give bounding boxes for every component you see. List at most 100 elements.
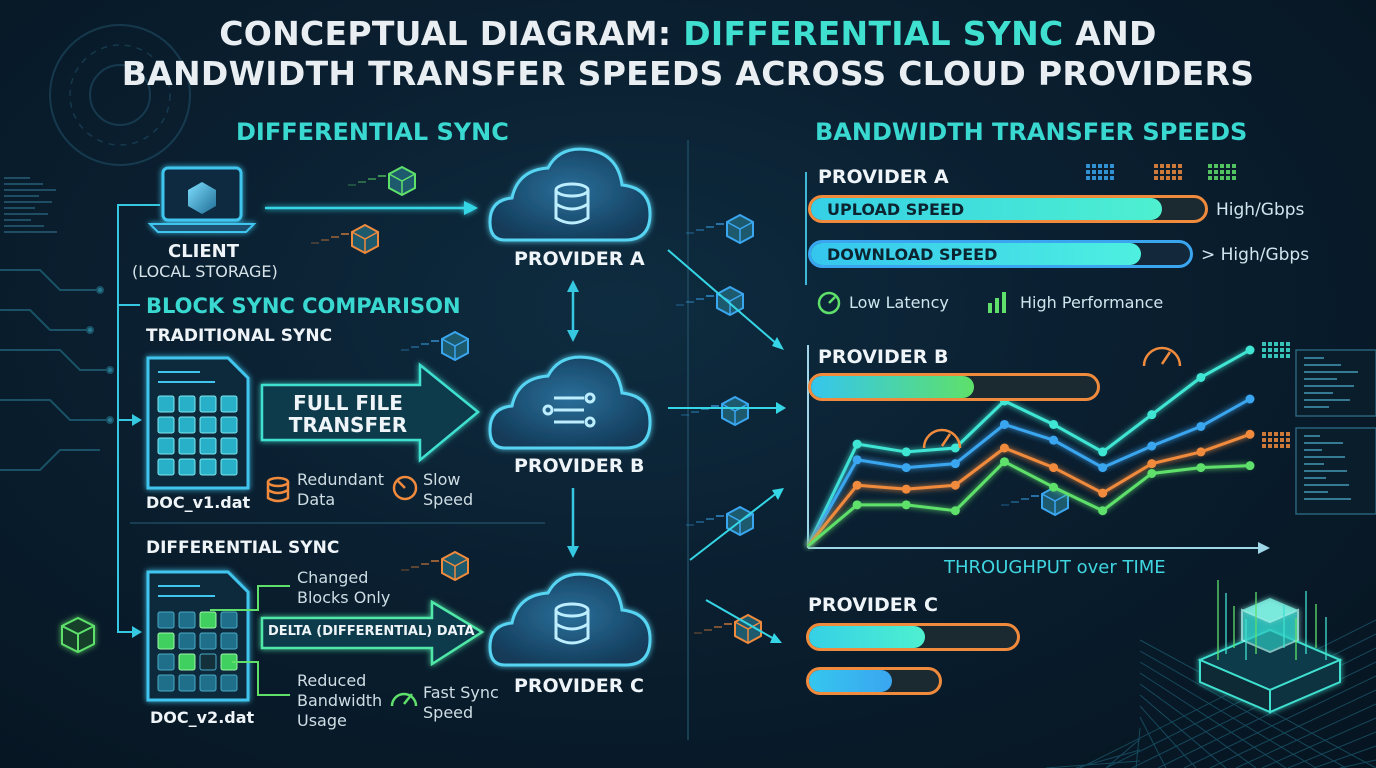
signal-dot	[1232, 176, 1236, 180]
differential-branch-arrowhead	[132, 626, 142, 638]
series-point	[1245, 429, 1255, 439]
grid-line	[1339, 759, 1376, 768]
data-cube-icon	[681, 395, 749, 427]
grid-line	[1235, 703, 1376, 768]
data-block	[178, 437, 196, 455]
data-block	[220, 395, 238, 413]
signal-dot	[1086, 170, 1090, 174]
nodes-icon	[542, 392, 596, 428]
data-cube-icon	[348, 165, 416, 197]
grid-line	[1139, 694, 1227, 768]
provider-to-speed-arrows	[667, 249, 780, 641]
series-point	[1098, 506, 1108, 516]
code-lines-decoration	[4, 177, 1358, 500]
signal-dot	[1280, 342, 1284, 346]
signal-dot	[1214, 164, 1218, 168]
signal-dot	[1104, 176, 1108, 180]
download-speed-value: > High/Gbps	[1201, 245, 1310, 265]
upload-speed-label: UPLOAD SPEED	[827, 199, 965, 219]
provider-a-b-arrowhead-down	[567, 330, 579, 342]
circuit-traces-decoration	[0, 269, 114, 471]
data-block	[199, 437, 217, 455]
signal-dot	[1098, 164, 1102, 168]
data-cube-icon	[686, 213, 754, 245]
signal-dot	[1220, 176, 1224, 180]
provider-c-speed-fill-2	[809, 670, 893, 692]
series-line	[806, 348, 1251, 547]
series-line	[806, 397, 1251, 547]
series-point	[1049, 463, 1059, 473]
reduced-bandwidth-note: Reduced Bandwidth Usage	[297, 671, 382, 731]
data-cube-icon	[311, 223, 379, 255]
signal-dot	[1220, 164, 1224, 168]
delta-data-label: DELTA (DIFFERENTIAL) DATA	[268, 624, 475, 639]
series-point	[1147, 459, 1157, 469]
title-line1-suffix: AND	[1063, 14, 1157, 53]
download-speed-bar: DOWNLOAD SPEED	[808, 240, 1193, 268]
signal-dot	[1262, 444, 1266, 448]
signal-dot	[1086, 164, 1090, 168]
series-point	[1049, 482, 1059, 492]
signal-dot	[1166, 170, 1170, 174]
signal-dot	[1104, 170, 1108, 174]
title-line1-prefix: CONCEPTUAL DIAGRAM:	[219, 14, 684, 53]
provider-b-speed-bar	[808, 373, 1100, 401]
provider-b-label: PROVIDER B	[514, 455, 645, 477]
signal-dot	[1086, 176, 1090, 180]
signal-dot	[1262, 342, 1266, 346]
fast-note-line1: Fast Sync	[423, 683, 499, 702]
data-block	[220, 437, 238, 455]
series-point	[852, 439, 862, 449]
signal-dot	[1160, 176, 1164, 180]
data-block	[157, 416, 175, 434]
fast-sync-note: Fast Sync Speed	[423, 683, 499, 723]
grid-line	[1209, 689, 1376, 768]
series-point	[950, 459, 960, 469]
laptop-icon	[147, 166, 257, 233]
data-cube-icon	[401, 330, 469, 362]
data-block	[178, 416, 196, 434]
data-cube-icon	[401, 550, 469, 582]
signal-dot	[1104, 164, 1108, 168]
signal-dot	[1280, 348, 1284, 352]
reduced-note-line3: Usage	[297, 711, 347, 730]
data-block	[220, 416, 238, 434]
doc-v2-filename: DOC_v2.dat	[150, 708, 255, 727]
signal-dot	[1268, 444, 1272, 448]
data-cube-icon	[676, 285, 744, 317]
signal-dot	[1268, 438, 1272, 442]
signal-dot	[1110, 170, 1114, 174]
signal-dot	[1220, 170, 1224, 174]
changed-note-line2: Blocks Only	[297, 588, 391, 607]
signal-dot	[1232, 170, 1236, 174]
provider-b-c-arrowhead	[567, 546, 579, 558]
series-point	[852, 480, 862, 490]
signal-dot	[1274, 432, 1278, 436]
data-block	[199, 395, 217, 413]
data-cube-icon	[1001, 485, 1069, 517]
series-point	[1245, 394, 1255, 404]
signal-dot	[1214, 170, 1218, 174]
grid-line	[1139, 661, 1317, 768]
series-point	[999, 443, 1009, 453]
provider-c-cloud	[488, 572, 652, 667]
upload-speed-value: High/Gbps	[1216, 200, 1305, 220]
page-title-line2: BANDWIDTH TRANSFER SPEEDS ACROSS CLOUD P…	[121, 54, 1255, 93]
slow-speed-note: Slow Speed	[423, 470, 473, 510]
arrowhead	[776, 402, 786, 414]
series-point	[852, 500, 862, 510]
block-grid-v2	[157, 611, 238, 692]
performance-bars-icon	[988, 292, 1006, 313]
slow-note-line1: Slow	[423, 470, 461, 489]
server-panels-decoration	[1295, 349, 1376, 515]
series-point	[1049, 419, 1059, 429]
grid-line	[1287, 731, 1376, 768]
signal-dot	[1274, 444, 1278, 448]
data-block	[157, 395, 175, 413]
series-point	[950, 480, 960, 490]
signal-dot	[1098, 170, 1102, 174]
signal-dot	[1154, 170, 1158, 174]
data-block	[220, 632, 238, 650]
full-file-transfer-label: FULL FILE TRANSFER	[284, 392, 412, 436]
grid-line	[1183, 675, 1376, 768]
